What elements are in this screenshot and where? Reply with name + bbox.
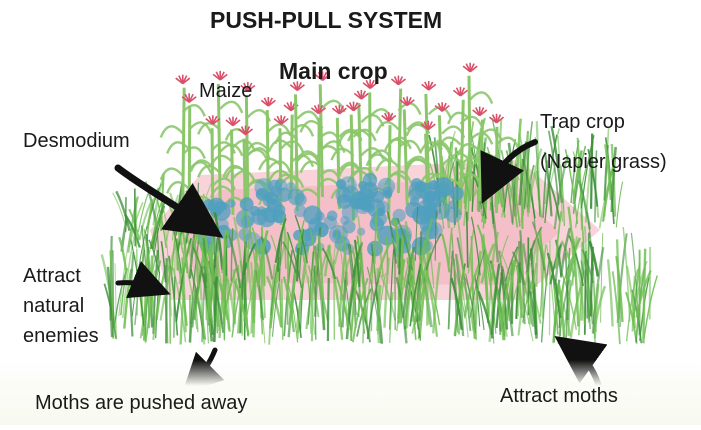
- napier-blade: [264, 252, 265, 286]
- napier-blade: [399, 238, 400, 274]
- napier-blade: [328, 278, 329, 341]
- desmodium-leaf: [361, 182, 378, 199]
- napier-blade: [601, 233, 603, 323]
- desmodium-leaf: [314, 222, 329, 237]
- napier-blade: [550, 241, 551, 336]
- napier-blade: [166, 258, 167, 343]
- maize-stalk: [389, 125, 390, 219]
- arrow-natural-enemies: [118, 283, 152, 287]
- napier-blade: [519, 241, 520, 283]
- maize-stalk: [183, 88, 184, 205]
- napier-blade: [135, 189, 136, 247]
- desmodium-leaf: [286, 182, 296, 192]
- maize-leaf: [183, 147, 205, 158]
- desmodium-leaf: [303, 206, 322, 225]
- maize-stalk: [246, 95, 247, 201]
- desmodium-leaf: [428, 201, 437, 210]
- desmodium-leaf: [254, 178, 273, 197]
- desmodium-leaf: [434, 177, 454, 197]
- label-attract-1: Attract: [23, 265, 81, 288]
- napier-blade: [116, 191, 129, 230]
- maize-stalk: [318, 117, 319, 223]
- desmodium-leaf: [378, 178, 396, 196]
- label-napier-grass: (Napier grass): [540, 151, 667, 174]
- desmodium-leaf: [426, 191, 437, 202]
- maize-leaf: [211, 156, 233, 167]
- napier-blade: [427, 245, 428, 326]
- label-attract-moths: Attract moths: [500, 385, 618, 408]
- desmodium-leaf: [219, 202, 228, 211]
- desmodium-leaf: [371, 211, 387, 227]
- napier-blade: [387, 237, 388, 275]
- desmodium-leaf: [342, 186, 359, 203]
- maize-leaf: [220, 102, 242, 113]
- desmodium-leaf: [445, 207, 461, 223]
- napier-blade: [245, 245, 246, 340]
- desmodium-leaf: [340, 216, 349, 225]
- maize-leaf: [183, 105, 205, 116]
- label-moths-pushed: Moths are pushed away: [35, 392, 247, 415]
- desmodium-leaf: [294, 193, 307, 206]
- maize-leaf: [376, 122, 398, 133]
- napier-blade: [113, 250, 114, 328]
- maize-stalk: [469, 76, 470, 189]
- desmodium-leaf: [357, 228, 365, 236]
- label-desmodium: Desmodium: [23, 130, 130, 153]
- napier-blade: [608, 259, 613, 326]
- napier-blade: [568, 280, 570, 336]
- desmodium-leaf: [367, 204, 375, 212]
- desmodium-leaf: [227, 199, 235, 207]
- maize-leaf: [161, 126, 183, 137]
- label-main-crop: Main crop: [279, 58, 388, 84]
- maize-leaf: [470, 92, 492, 103]
- diagram-title: PUSH-PULL SYSTEM: [210, 7, 442, 33]
- label-maize: Maize: [199, 80, 252, 103]
- napier-blade: [130, 291, 133, 337]
- napier-blade: [282, 279, 283, 340]
- napier-blade: [234, 269, 235, 323]
- label-attract-2: natural: [23, 295, 84, 318]
- label-trap-crop: Trap crop: [540, 111, 625, 134]
- maize-stalk: [189, 106, 190, 217]
- desmodium-leaf: [410, 197, 419, 206]
- napier-blade: [218, 240, 219, 331]
- label-attract-3: enemies: [23, 325, 99, 348]
- napier-blade: [616, 182, 622, 228]
- desmodium-leaf: [263, 196, 274, 207]
